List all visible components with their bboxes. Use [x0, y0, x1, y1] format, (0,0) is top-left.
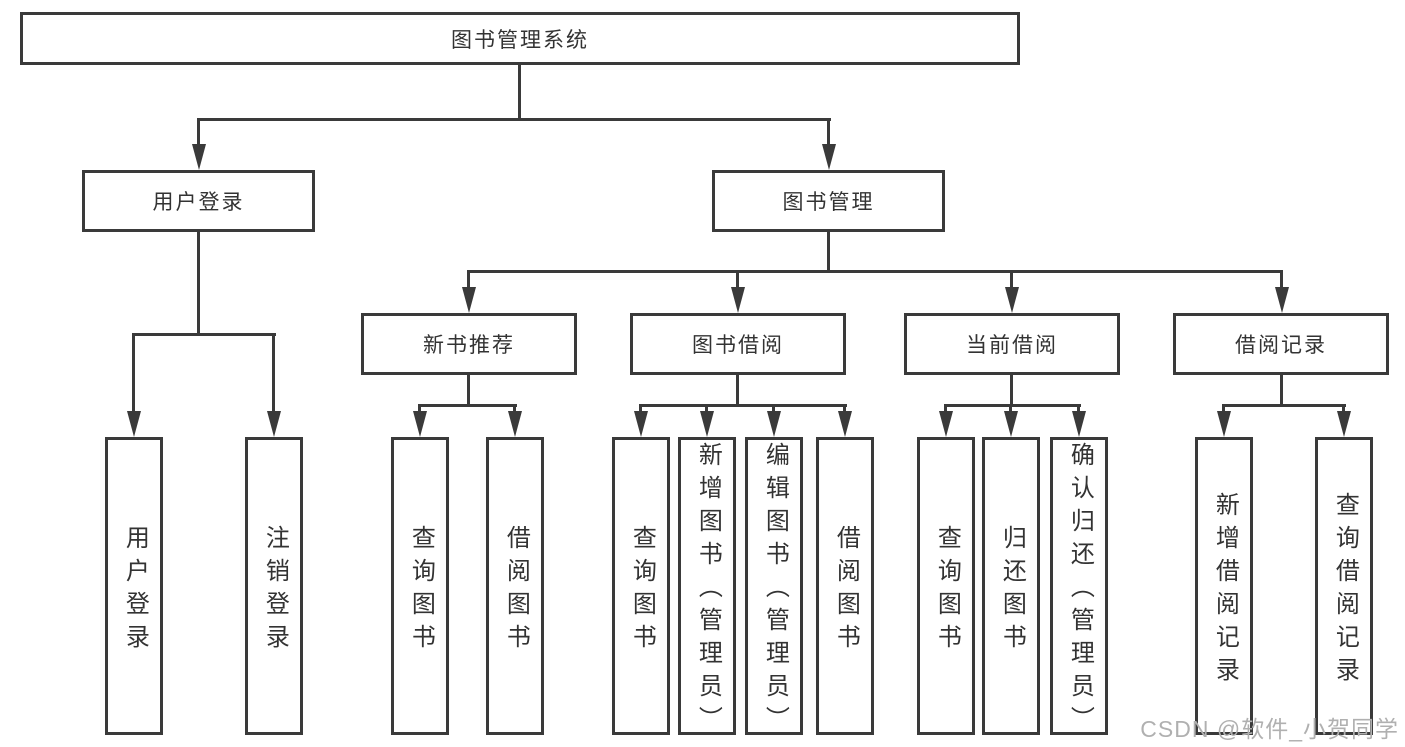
node-label: 当前借阅 — [966, 334, 1058, 357]
leaf-label: 查询图书 — [407, 524, 435, 657]
arrowhead-icon — [822, 144, 836, 170]
arrowhead-icon — [634, 411, 648, 437]
edge-bookmgmt-stem — [827, 232, 830, 273]
leaf-label: 注销登录 — [261, 524, 289, 657]
edge-leaf-drop — [1222, 404, 1225, 414]
node-label: 图书借阅 — [692, 334, 784, 357]
leaf-label: 确认归还（管理员） — [1066, 442, 1094, 739]
leaf-label: 借阅图书 — [832, 524, 860, 657]
leaf-query-books-recommend: 查询图书 — [391, 437, 449, 735]
leaf-query-books-borrow: 查询图书 — [612, 437, 670, 735]
arrowhead-icon — [462, 287, 476, 313]
edge-userlogin-right-drop — [272, 333, 275, 414]
arrowhead-icon — [1275, 287, 1289, 313]
node-label: 图书管理系统 — [451, 28, 589, 52]
edge-bookborrow-stem — [736, 375, 739, 407]
edge-bookmgmt-rail — [467, 270, 1283, 273]
edge-borrowrecord-rail — [1222, 404, 1346, 407]
arrowhead-icon — [731, 287, 745, 313]
node-new-book-recommend: 新书推荐 — [361, 313, 577, 375]
node-borrow-record: 借阅记录 — [1173, 313, 1389, 375]
node-book-borrow: 图书借阅 — [630, 313, 846, 375]
node-label: 用户登录 — [152, 191, 245, 214]
edge-leaf-drop — [513, 404, 516, 414]
arrowhead-icon — [508, 411, 522, 437]
arrowhead-icon — [413, 411, 427, 437]
leaf-label: 新增借阅记录 — [1211, 491, 1239, 690]
edge-bookmgmt-drop — [736, 270, 739, 290]
edge-leaf-drop — [1342, 404, 1345, 414]
edge-root-rail — [197, 118, 831, 121]
edge-root-stem — [518, 65, 521, 120]
node-user-login-module: 用户登录 — [82, 170, 315, 232]
arrowhead-icon — [192, 144, 206, 170]
edge-leaf-drop — [843, 404, 846, 414]
edge-leaf-drop — [772, 404, 775, 414]
edge-currentborrow-stem — [1010, 375, 1013, 407]
node-current-borrow: 当前借阅 — [904, 313, 1120, 375]
arrowhead-icon — [1005, 287, 1019, 313]
edge-bookmgmt-drop — [1010, 270, 1013, 290]
leaf-label: 归还图书 — [998, 524, 1026, 657]
node-label: 新书推荐 — [423, 334, 515, 357]
edge-root-left-drop — [197, 118, 200, 147]
edge-userlogin-rail — [132, 333, 276, 336]
leaf-label: 查询借阅记录 — [1331, 491, 1359, 690]
edge-currentborrow-rail — [944, 404, 1081, 407]
edge-leaf-drop — [944, 404, 947, 414]
arrowhead-icon — [700, 411, 714, 437]
leaf-user-login: 用户登录 — [105, 437, 163, 735]
node-root-system: 图书管理系统 — [20, 12, 1020, 65]
leaf-borrow-books-recommend: 借阅图书 — [486, 437, 544, 735]
edge-leaf-drop — [1009, 404, 1012, 414]
edge-bookmgmt-drop — [467, 270, 470, 290]
edge-userlogin-left-drop — [132, 333, 135, 414]
arrowhead-icon — [1337, 411, 1351, 437]
leaf-label: 编辑图书（管理员） — [761, 442, 789, 739]
edge-leaf-drop — [418, 404, 421, 414]
leaf-borrow-books: 借阅图书 — [816, 437, 874, 735]
edge-newbook-rail — [418, 404, 517, 407]
arrowhead-icon — [1217, 411, 1231, 437]
edge-leaf-drop — [1077, 404, 1080, 414]
leaf-label: 用户登录 — [121, 524, 149, 657]
leaf-label: 新增图书（管理员） — [694, 442, 722, 739]
arrowhead-icon — [939, 411, 953, 437]
leaf-label: 查询图书 — [933, 524, 961, 657]
leaf-confirm-return-admin: 确认归还（管理员） — [1050, 437, 1108, 739]
arrowhead-icon — [767, 411, 781, 437]
arrowhead-icon — [1004, 411, 1018, 437]
edge-borrowrecord-stem — [1280, 375, 1283, 407]
arrowhead-icon — [127, 411, 141, 437]
arrowhead-icon — [1072, 411, 1086, 437]
edge-root-right-drop — [827, 118, 830, 147]
edge-leaf-drop — [639, 404, 642, 414]
leaf-query-books-current: 查询图书 — [917, 437, 975, 735]
edge-leaf-drop — [705, 404, 708, 414]
arrowhead-icon — [267, 411, 281, 437]
leaf-add-borrow-record: 新增借阅记录 — [1195, 437, 1253, 735]
leaf-label: 借阅图书 — [502, 524, 530, 657]
leaf-add-books-admin: 新增图书（管理员） — [678, 437, 736, 739]
leaf-return-books: 归还图书 — [982, 437, 1040, 735]
edge-bookmgmt-drop — [1280, 270, 1283, 290]
node-book-management-module: 图书管理 — [712, 170, 945, 232]
arrowhead-icon — [838, 411, 852, 437]
edge-userlogin-stem — [197, 232, 200, 336]
csdn-watermark: CSDN @软件_小贺同学 — [1140, 716, 1399, 742]
leaf-logout: 注销登录 — [245, 437, 303, 735]
node-label: 借阅记录 — [1235, 334, 1327, 357]
leaf-label: 查询图书 — [628, 524, 656, 657]
edge-bookborrow-rail — [639, 404, 847, 407]
leaf-query-borrow-record: 查询借阅记录 — [1315, 437, 1373, 735]
node-label: 图书管理 — [782, 191, 875, 214]
leaf-edit-books-admin: 编辑图书（管理员） — [745, 437, 803, 739]
edge-newbook-stem — [467, 375, 470, 407]
